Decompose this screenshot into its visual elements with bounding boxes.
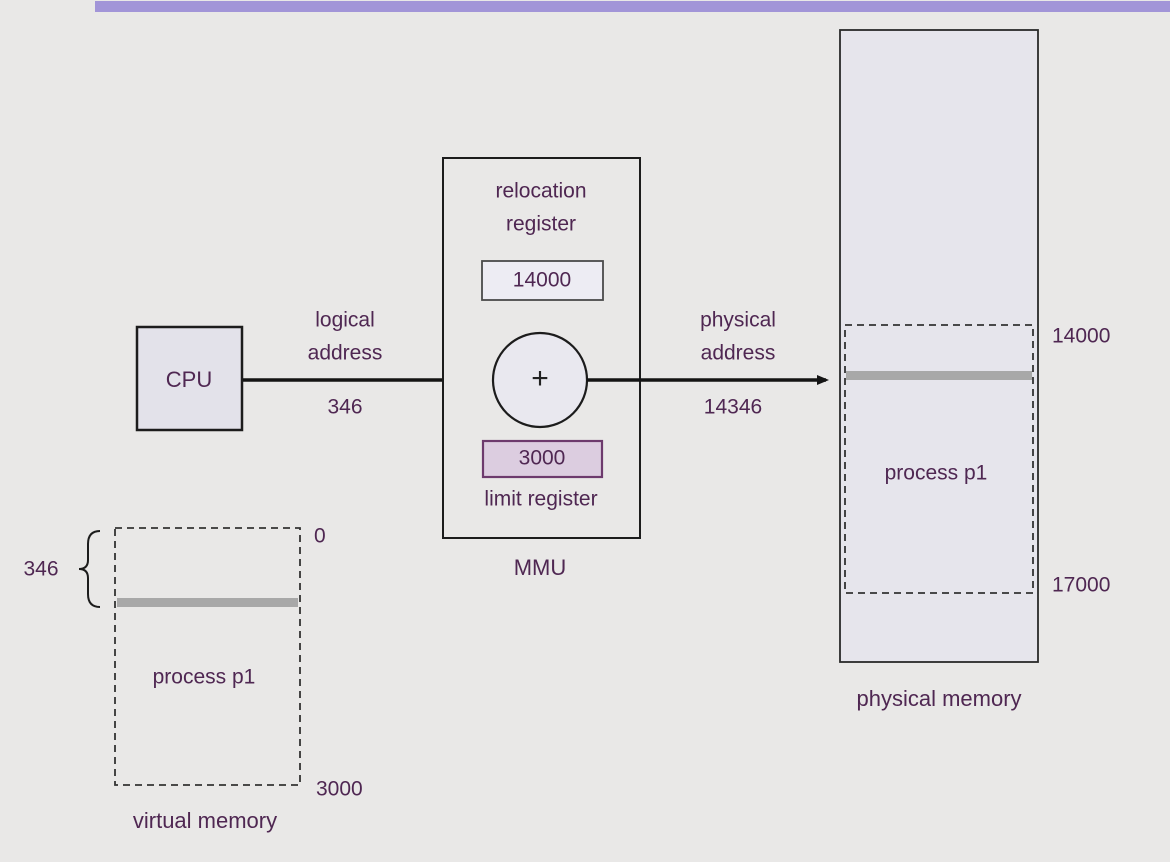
limit-register-label: limit register (484, 487, 598, 511)
mmu-label: MMU (513, 554, 567, 580)
virtual-top-address: 0 (314, 524, 326, 548)
relocation-register-box (481, 260, 604, 301)
relocation-register-label: relocation register (495, 179, 587, 235)
virtual-memory-band (117, 598, 298, 607)
physical-memory-band (846, 371, 1032, 380)
logical-address-label: logical address (307, 308, 383, 364)
virtual-process-label: process p1 (152, 665, 256, 689)
cpu-label: CPU (165, 366, 213, 392)
plus-icon: + (531, 362, 549, 395)
virtual-memory-caption: virtual memory (132, 807, 278, 833)
physical-start-address: 14000 (1052, 324, 1111, 348)
cpu-box (135, 325, 244, 432)
physical-address-label: physical address (700, 308, 776, 364)
offset-brace (78, 530, 101, 608)
physical-process-label: process p1 (884, 461, 988, 485)
virtual-memory-region (114, 527, 301, 786)
relocation-register-value: 14000 (512, 268, 572, 292)
physical-memory-caption: physical memory (856, 685, 1022, 711)
physical-address-value: 14346 (703, 395, 763, 419)
virtual-bottom-address: 3000 (316, 777, 363, 801)
virtual-offset-value: 346 (23, 557, 59, 581)
physical-memory-box (839, 29, 1039, 663)
limit-register-value: 3000 (518, 446, 566, 470)
physical-end-address: 17000 (1052, 573, 1111, 597)
logical-address-value: 346 (327, 395, 363, 419)
limit-register-box (481, 439, 604, 479)
top-accent-bar (95, 1, 1170, 12)
